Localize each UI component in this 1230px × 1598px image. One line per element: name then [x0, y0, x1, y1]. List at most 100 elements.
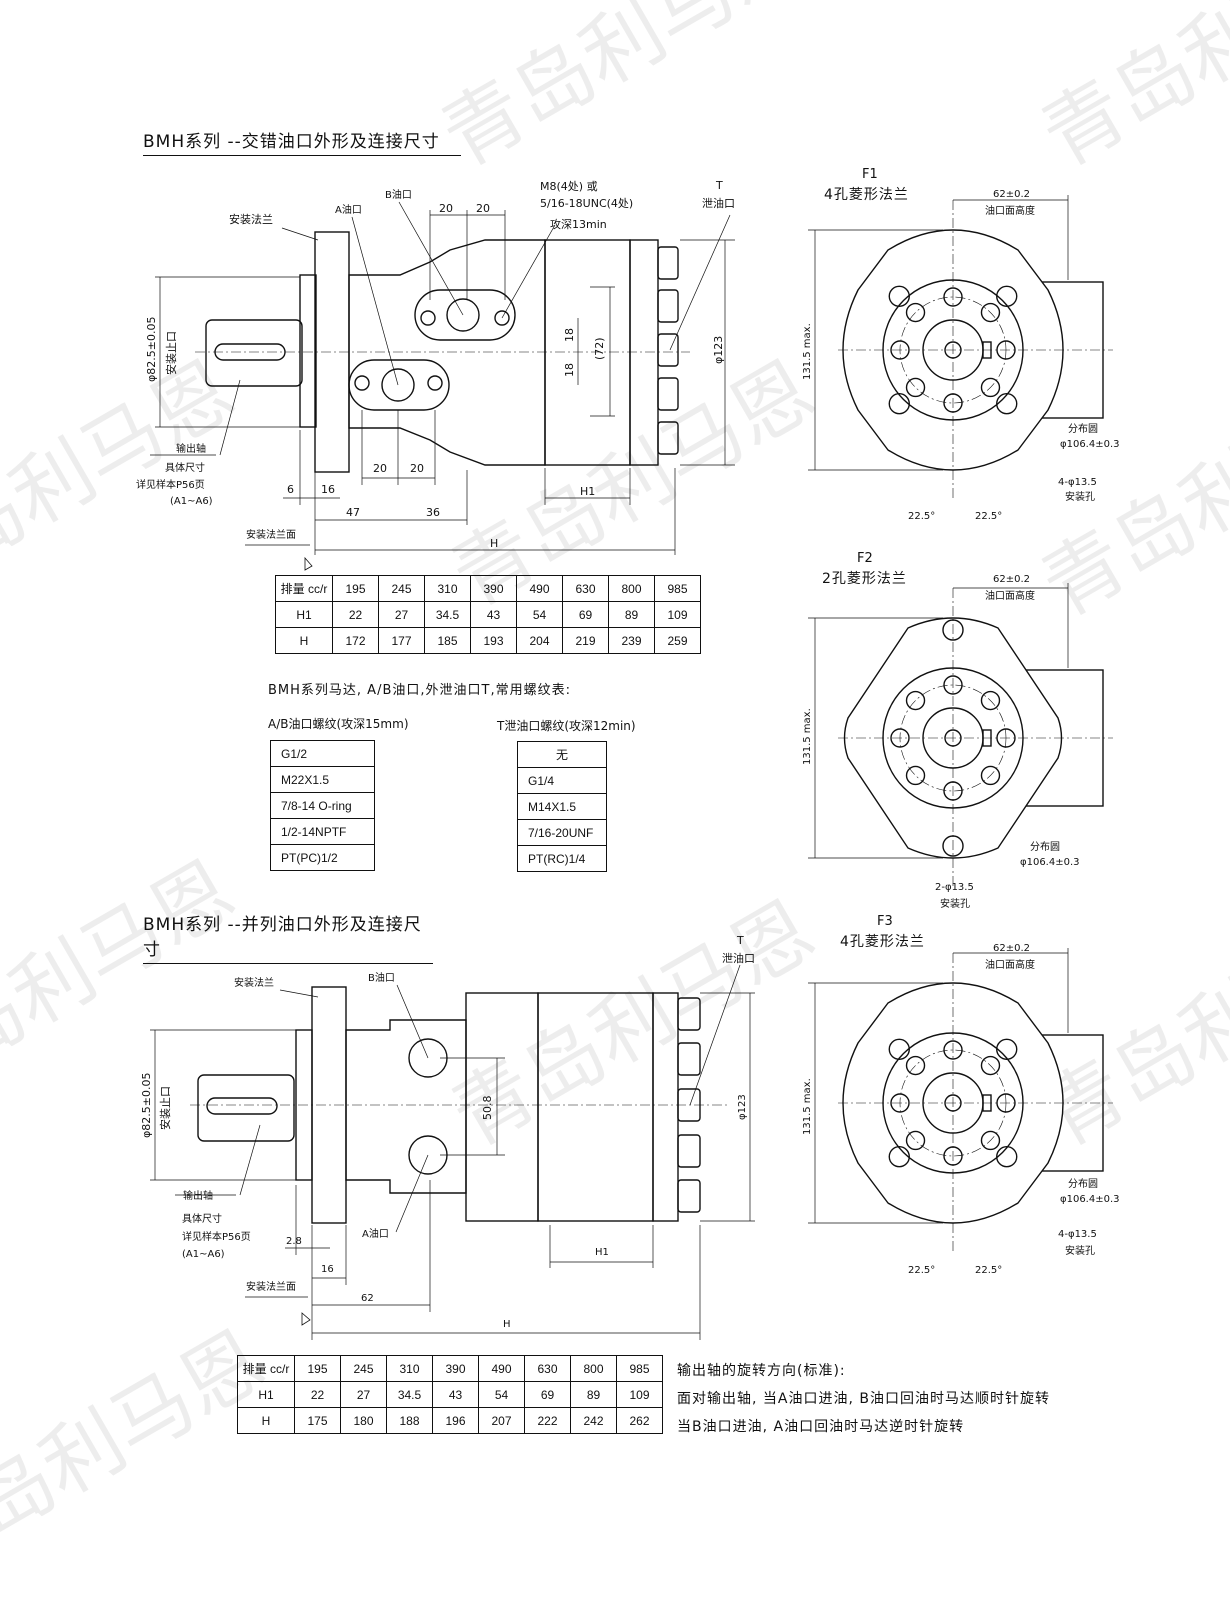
flange-f1-holes: 4-φ13.5	[1058, 477, 1097, 488]
bolt-hole	[905, 765, 926, 786]
mount-hole	[888, 393, 910, 415]
table-cell: 27	[378, 601, 425, 628]
dim-16: 16	[321, 1264, 334, 1275]
mount-hole	[942, 619, 964, 641]
section2-title: BMH系列 --并列油口外形及连接尺寸	[143, 910, 433, 964]
t-port-label: T	[716, 179, 723, 192]
mount-hole	[996, 285, 1018, 307]
table-cell: 196	[432, 1407, 479, 1434]
bolt-hole	[905, 690, 926, 711]
table-cell: 490	[478, 1355, 525, 1382]
dim-62: 62	[361, 1293, 374, 1304]
bolt-hole	[905, 1055, 926, 1076]
table-cell: 34.5	[386, 1381, 433, 1408]
table-cell: 172	[332, 627, 379, 654]
flange-f2-dim-131: 131.5 max.	[802, 708, 813, 765]
bolt-hole	[980, 690, 1001, 711]
rotation-title: 输出轴的旋转方向(标准):	[677, 1363, 846, 1379]
flange-f3-holes: 4-φ13.5	[1058, 1229, 1097, 1240]
flange-f3-holes-label: 安装孔	[1065, 1246, 1095, 1257]
dim-20: 20	[476, 202, 490, 215]
table-cell: 180	[340, 1407, 387, 1434]
list-item: PT(PC)1/2	[270, 844, 375, 871]
bolt-hole	[980, 377, 1001, 398]
table-cell: 69	[562, 601, 609, 628]
table-row: H 175 180 188 196 207 222 242 262	[237, 1407, 663, 1434]
table-cell: 800	[570, 1355, 617, 1382]
dim-36: 36	[426, 506, 440, 519]
table-cell: 54	[516, 601, 563, 628]
flange-f2-dim-62: 62±0.2	[993, 574, 1031, 585]
flange-f2-port-height: 油口面高度	[985, 591, 1035, 602]
table-cell: 54	[478, 1381, 525, 1408]
dia-123: φ123	[737, 1094, 748, 1120]
bolt-hole	[980, 1130, 1001, 1151]
dim-20: 20	[439, 202, 453, 215]
mount-flange-label: 安装法兰	[229, 213, 273, 226]
table-cell: 630	[562, 575, 609, 602]
dia-123: φ123	[712, 335, 725, 364]
pilot-diameter-label: φ82.5±0.05	[140, 1072, 153, 1138]
pilot-name-label: 安装止口	[159, 1086, 172, 1130]
spec-table-1: 排量 cc/r 195 245 310 390 490 630 800 985 …	[275, 575, 701, 654]
list-item: M14X1.5	[517, 793, 607, 820]
bolt-hole	[980, 765, 1001, 786]
bolt-hole	[980, 302, 1001, 323]
port-b-label: B油口	[368, 973, 395, 984]
table-row-label: H	[237, 1407, 295, 1434]
mount-flange-label: 安装法兰	[234, 978, 274, 989]
table-cell: 22	[294, 1381, 341, 1408]
table-row: 排量 cc/r 195 245 310 390 490 630 800 985	[237, 1355, 663, 1382]
table-cell: 245	[378, 575, 425, 602]
flange-face-label: 安装法兰面	[246, 530, 296, 541]
table-cell: 985	[616, 1355, 663, 1382]
flange-f2-holes-label: 安装孔	[940, 899, 970, 910]
list-item: PT(RC)1/4	[517, 845, 607, 872]
rotation-line1: 面对输出轴, 当A油口进油, B油口回油时马达顺时针旋转	[677, 1391, 1050, 1407]
table-cell: 259	[654, 627, 701, 654]
flange-f1-desc: 4孔菱形法兰	[824, 187, 909, 203]
table-cell: 177	[378, 627, 425, 654]
dim-6: 6	[287, 483, 294, 496]
table-row: H1 22 27 34.5 43 54 69 89 109	[275, 601, 701, 628]
flange-f1-dim-62: 62±0.2	[993, 189, 1031, 200]
table-cell: 89	[570, 1381, 617, 1408]
table-cell: 245	[340, 1355, 387, 1382]
flange-f1-pcd-label: 分布圆	[1068, 424, 1098, 435]
mount-hole	[888, 285, 910, 307]
flange-f3-angle-a: 22.5°	[908, 1265, 936, 1276]
detail-label-2: 详见样本P56页	[136, 480, 205, 491]
table-cell: 22	[332, 601, 379, 628]
table-cell: 193	[470, 627, 517, 654]
dim-h: H	[503, 1319, 511, 1330]
dim-28: 2.8	[286, 1236, 302, 1247]
spec-table-2: 排量 cc/r 195 245 310 390 490 630 800 985 …	[237, 1355, 663, 1434]
table-cell: 490	[516, 575, 563, 602]
table-row-label: H1	[275, 601, 333, 628]
table-cell: 242	[570, 1407, 617, 1434]
flange-f3-port-height: 油口面高度	[985, 960, 1035, 971]
bolt-hole	[890, 728, 910, 748]
bolt-spec-line2: 5/16-18UNC(4处)	[540, 197, 634, 210]
list-item: G1/4	[517, 767, 607, 794]
flange-f2-name: F2	[857, 551, 873, 566]
table-cell: 262	[616, 1407, 663, 1434]
dim-h1: H1	[595, 1247, 609, 1258]
list-item: M22X1.5	[270, 766, 375, 793]
flange-f2-pcd: φ106.4±0.3	[1020, 857, 1080, 868]
detail-label-1: 具体尺寸	[182, 1214, 222, 1225]
port-a-label: A油口	[362, 1229, 389, 1240]
table-cell: 27	[340, 1381, 387, 1408]
list-item: 7/8-14 O-ring	[270, 792, 375, 819]
bolt-hole	[890, 1093, 910, 1113]
drain-port-label: 泄油口	[702, 197, 735, 210]
t-port-label: T	[737, 934, 744, 947]
table-cell: 43	[432, 1381, 479, 1408]
pilot-name-label: 安装止口	[165, 331, 178, 375]
table-cell: 204	[516, 627, 563, 654]
table-cell: 985	[654, 575, 701, 602]
flange-f1-dim-131: 131.5 max.	[802, 323, 813, 380]
flange-f1-view	[808, 195, 1113, 500]
port-b-label: B油口	[385, 190, 412, 201]
bolt-hole	[943, 287, 963, 307]
